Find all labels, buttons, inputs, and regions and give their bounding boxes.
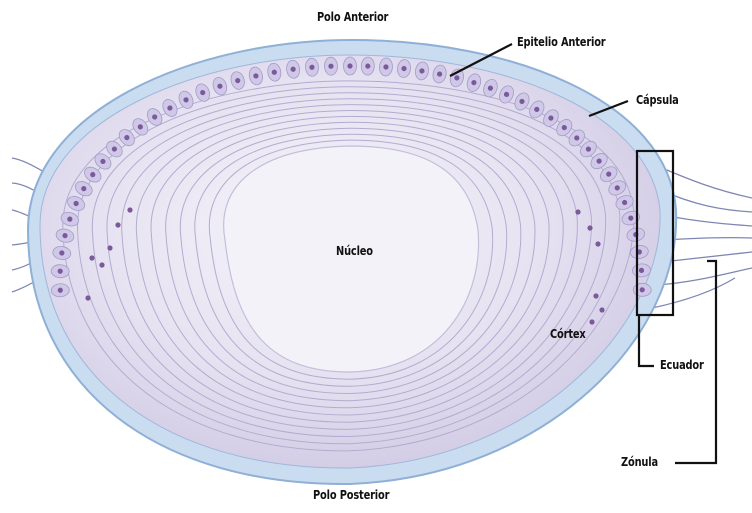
cortical-nucleus bbox=[115, 222, 120, 227]
cortical-nucleus bbox=[593, 293, 598, 298]
cortical-nucleus bbox=[589, 319, 594, 324]
cortical-nucleus bbox=[107, 245, 112, 250]
label-epitelio-anterior: Epitelio Anterior bbox=[517, 35, 606, 49]
label-nucleo: Núcleo bbox=[336, 244, 373, 258]
epithelial-cell bbox=[361, 57, 375, 75]
cortical-nucleus bbox=[575, 209, 580, 214]
label-ecuador: Ecuador bbox=[660, 358, 704, 372]
epithelial-cell bbox=[344, 57, 357, 75]
label-polo-anterior: Polo Anterior bbox=[317, 10, 388, 24]
cortical-nucleus bbox=[595, 241, 600, 246]
cortical-nucleus bbox=[85, 295, 90, 300]
cortical-nucleus bbox=[99, 262, 104, 267]
zonule-fiber bbox=[664, 238, 752, 240]
cortical-nucleus bbox=[599, 307, 604, 312]
cortical-nucleus bbox=[127, 207, 132, 212]
epithelial-cell bbox=[51, 283, 70, 297]
label-capsula: Cápsula bbox=[636, 93, 679, 107]
epithelial-cell bbox=[324, 57, 337, 75]
label-cortex: Córtex bbox=[550, 327, 586, 341]
epithelial-cell bbox=[633, 283, 651, 296]
cortical-nucleus bbox=[587, 225, 592, 230]
label-polo-posterior: Polo Posterior bbox=[313, 488, 389, 502]
cell-nucleus bbox=[347, 63, 352, 68]
label-zonula: Zónula bbox=[621, 455, 658, 469]
cortical-nucleus bbox=[89, 255, 94, 260]
